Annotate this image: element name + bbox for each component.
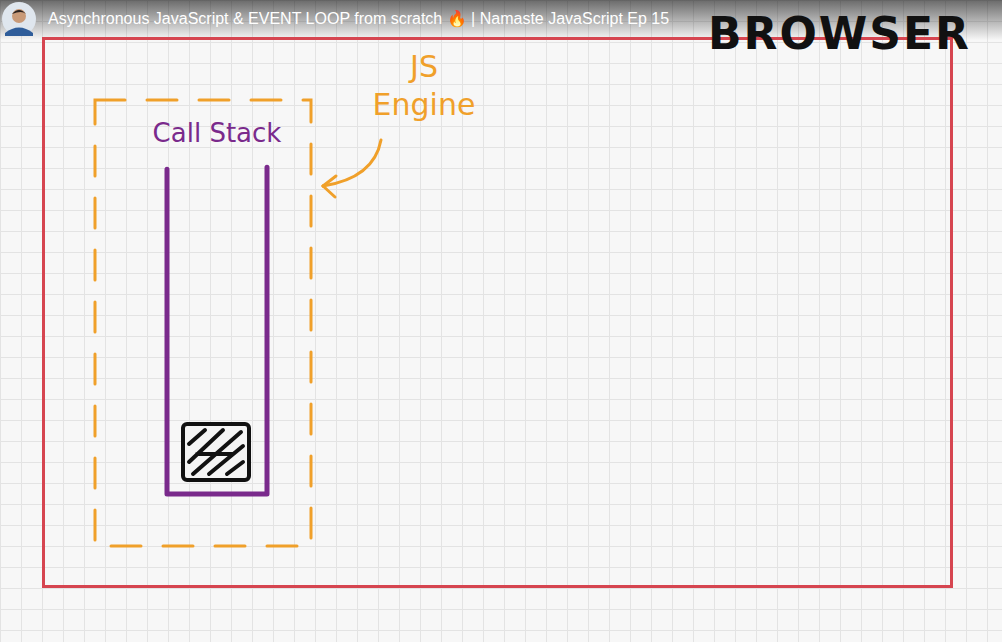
frame-heading: BROWSER	[708, 10, 971, 58]
stack-label: Call Stack	[131, 118, 303, 149]
browser-frame: BROWSERJS EngineCall Stack	[42, 37, 953, 588]
stack-container	[131, 118, 303, 500]
stack-frame-scribble	[183, 424, 249, 480]
engine-label: JS Engine	[358, 48, 490, 123]
js-engine-box: JS EngineCall Stack	[93, 98, 313, 548]
video-title: Asynchronous JavaScript & EVENT LOOP fro…	[48, 9, 669, 28]
channel-avatar	[2, 2, 36, 36]
leader-arrow	[323, 140, 381, 197]
call-stack: Call Stack	[131, 118, 303, 500]
